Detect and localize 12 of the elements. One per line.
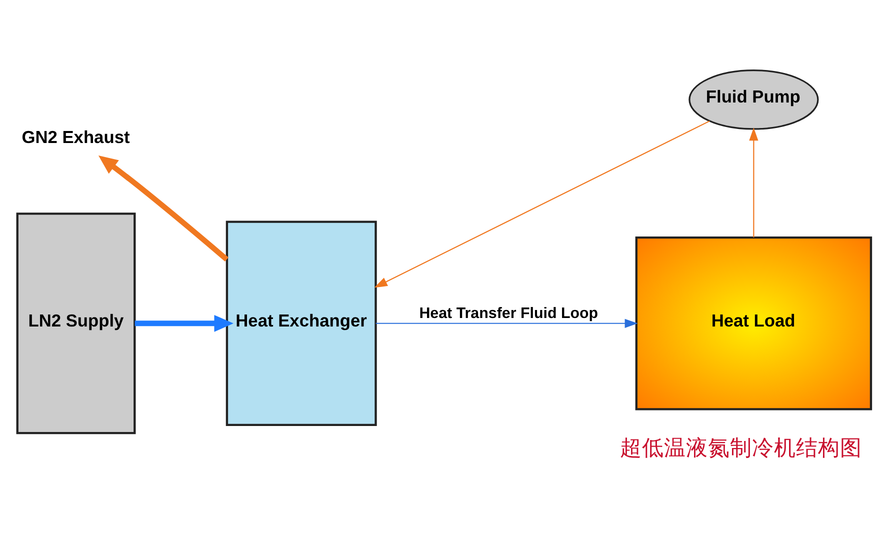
arrow <box>374 120 710 288</box>
node-box: Heat Load <box>635 236 872 410</box>
edge-label: Heat Transfer Fluid Loop <box>419 305 598 322</box>
arrow <box>134 314 234 332</box>
node-text: GN2 Exhaust <box>22 126 130 147</box>
diagram-title: 超低温液氮制冷机结构图 <box>620 434 862 460</box>
arrow <box>98 155 229 262</box>
node-box: LN2 Supply <box>16 212 136 434</box>
node-ellipse: Fluid Pump <box>688 70 819 130</box>
arrow <box>376 318 638 328</box>
arrow <box>749 128 758 238</box>
node-box: Heat Exchanger <box>226 220 377 426</box>
